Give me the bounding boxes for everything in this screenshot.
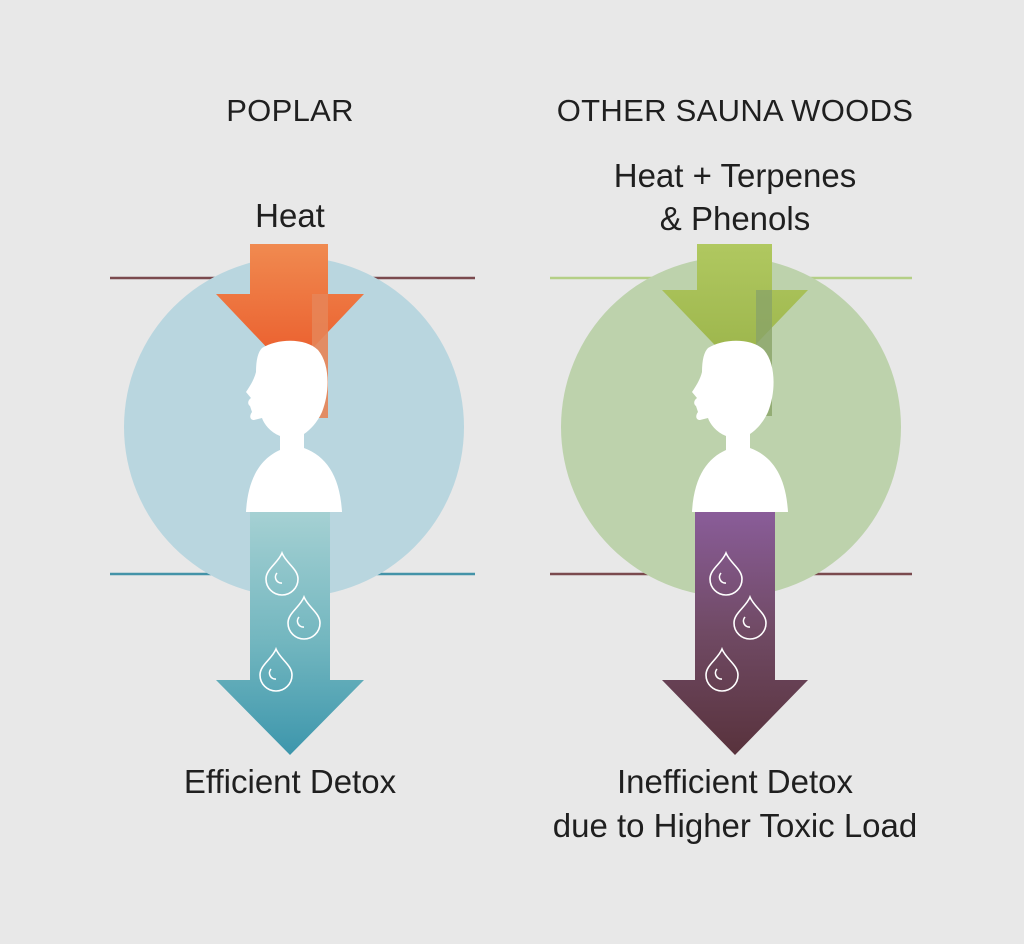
water-drop-icon [259, 646, 293, 692]
person-silhouette-icon [246, 340, 342, 512]
water-drop-icon [274, 572, 283, 584]
terpene-arrow [662, 244, 808, 366]
water-drop-icon [742, 616, 751, 628]
water-drop-icon [268, 668, 277, 680]
inefficient-detox-arrow [662, 510, 808, 755]
poplar-heading: POPLAR [226, 93, 354, 128]
water-drop-icon [705, 646, 739, 692]
phenols-label: & Phenols [659, 200, 811, 237]
heat-terpenes-label: Heat + Terpenes [613, 157, 857, 194]
water-drop-icon [296, 616, 305, 628]
heat-arrow [216, 244, 364, 372]
water-drop-icon [709, 550, 743, 596]
water-drop-icons [705, 550, 767, 692]
water-drop-icon [733, 594, 767, 640]
water-drop-icon [718, 572, 727, 584]
inefficient-detox-label: Inefficient Detox [616, 763, 854, 800]
water-drop-icon [265, 550, 299, 596]
higher-toxic-load-label: due to Higher Toxic Load [552, 807, 918, 844]
person-silhouette-icon [692, 340, 788, 512]
heat-label: Heat [255, 197, 325, 234]
water-drop-icon [714, 668, 723, 680]
water-drop-icon [287, 594, 321, 640]
water-drop-icons [259, 550, 321, 692]
efficient-detox-label: Efficient Detox [183, 763, 397, 800]
other-sauna-woods-heading: OTHER SAUNA WOODS [556, 93, 914, 128]
